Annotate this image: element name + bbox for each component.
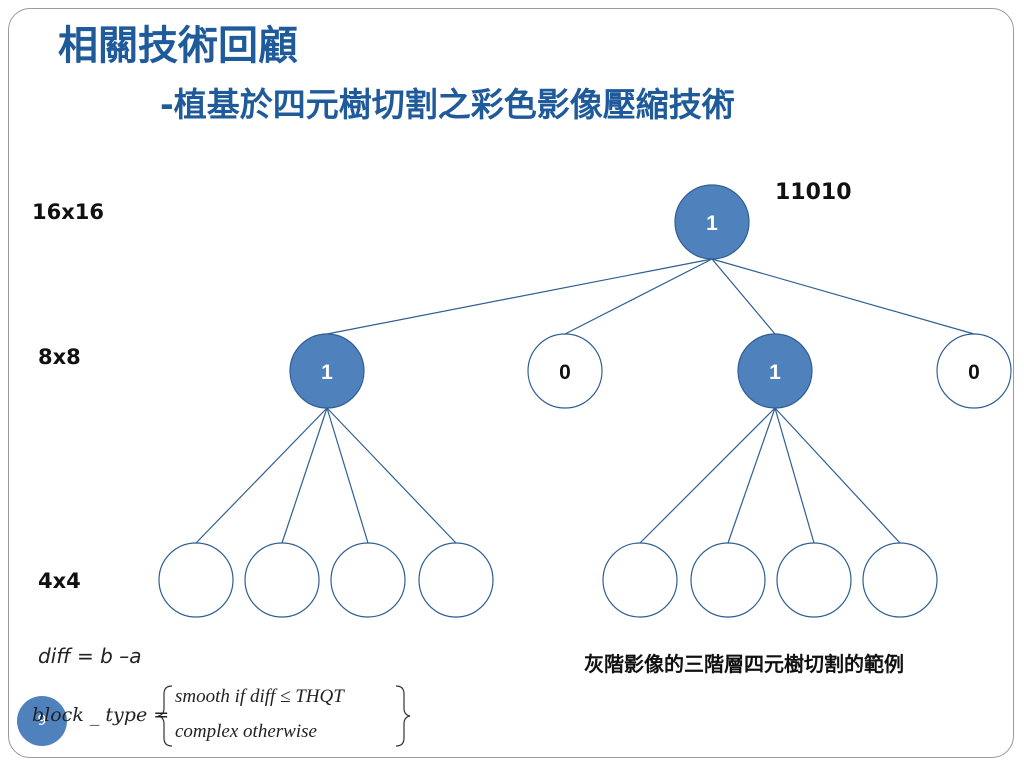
slide-subtitle: -植基於四元樹切割之彩色影像壓縮技術 — [160, 85, 735, 124]
slide-title: 相關技術回顧 — [58, 23, 298, 69]
edge-c1-l1 — [195, 407, 328, 544]
formula-left-brace — [157, 685, 173, 747]
level-label-4x4: 4x4 — [38, 569, 81, 593]
leaf-node — [158, 542, 234, 618]
formula-right-brace — [395, 685, 411, 747]
edge-root-c2 — [564, 258, 713, 335]
node-root — [674, 184, 750, 260]
tree-edges — [195, 258, 975, 544]
leaf-node — [862, 542, 938, 618]
slide-frame — [8, 8, 1014, 758]
edge-root-c4 — [711, 258, 975, 335]
quadtree-code: 11010 — [775, 180, 852, 205]
leaf-node — [690, 542, 766, 618]
page-number: 9 — [37, 713, 47, 729]
formula-case-complex: complex otherwise — [175, 721, 317, 742]
node-c3-label: 1 — [769, 361, 781, 384]
page-number-badge: 9 — [17, 696, 67, 746]
edge-root-c1 — [326, 258, 713, 335]
leaf-node — [418, 542, 494, 618]
leaf-node — [602, 542, 678, 618]
diff-formula: diff = b –a — [38, 644, 142, 668]
level-label-16x16: 16x16 — [32, 200, 104, 224]
node-c1-label: 1 — [321, 361, 333, 384]
edge-c3-l2 — [727, 407, 776, 544]
leaf-node — [244, 542, 320, 618]
diagram-caption: 灰階影像的三階層四元樹切割的範例 — [584, 652, 904, 676]
leaf-node — [330, 542, 406, 618]
formula-case-smooth: smooth if diff ≤ THQT — [175, 686, 344, 707]
edge-c3-l1 — [639, 407, 776, 544]
edge-c1-l3 — [326, 407, 369, 544]
node-root-label: 1 — [706, 212, 718, 235]
edge-root-c3 — [711, 258, 776, 335]
node-c1 — [289, 333, 365, 409]
block-type-formula: block _ type = — [32, 704, 170, 726]
edge-c1-l2 — [281, 407, 328, 544]
node-c4-label: 0 — [968, 361, 980, 384]
leaf-node — [776, 542, 852, 618]
node-c4 — [936, 333, 1012, 409]
node-c3 — [737, 333, 813, 409]
edge-c3-l4 — [774, 407, 901, 544]
edge-c1-l4 — [326, 407, 457, 544]
node-c2 — [527, 333, 603, 409]
level-label-8x8: 8x8 — [38, 345, 81, 369]
edge-c3-l3 — [774, 407, 815, 544]
node-c2-label: 0 — [559, 361, 571, 384]
